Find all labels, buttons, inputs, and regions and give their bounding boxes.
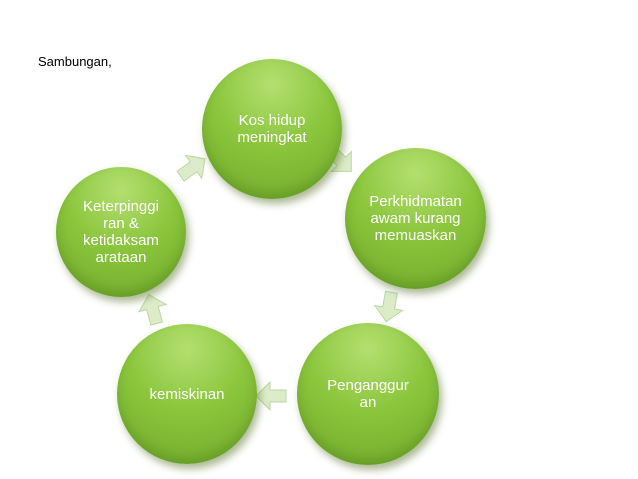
cycle-node-poverty: kemiskinan [117,324,257,464]
cycle-node-label: Keterpinggi ran & ketidaksam arataan [83,198,159,266]
cycle-node-label: Penganggur an [327,377,409,411]
cycle-arrow-icon [137,293,168,326]
cycle-node-public-services: Perkhidmatan awam kurang memuaskan [345,148,486,289]
cycle-node-cost-of-living: Kos hidup meningkat [202,59,342,199]
cycle-node-marginalisation: Keterpinggi ran & ketidaksam arataan [56,167,186,297]
caption-text: Sambungan, [38,54,112,69]
cycle-arrow-icon [176,154,206,182]
cycle-node-unemployment: Penganggur an [297,323,439,465]
cycle-node-label: Kos hidup meningkat [237,112,307,146]
cycle-arrow-icon [373,290,404,323]
cycle-arrow-icon [255,380,287,412]
cycle-node-label: kemiskinan [149,385,225,403]
cycle-node-label: Perkhidmatan awam kurang memuaskan [369,193,462,244]
